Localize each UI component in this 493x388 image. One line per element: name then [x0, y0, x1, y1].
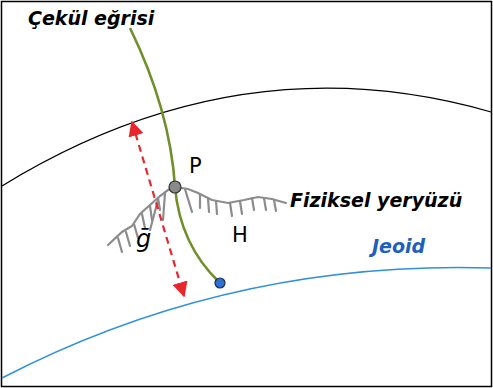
geoid-point: [215, 278, 225, 288]
gravity-symbol: ḡ: [136, 226, 151, 252]
gravity-arrow: [132, 122, 184, 296]
point-name: P: [189, 155, 202, 178]
mountain-sketch: [108, 187, 286, 252]
geoid-curve: [2, 267, 491, 378]
physical-surface-curve: [2, 88, 491, 186]
plumb-line-curve: [130, 28, 220, 283]
surface-name: Fiziksel yeryüzü: [290, 190, 462, 211]
height-symbol: H: [232, 224, 248, 247]
geoid-name: Jeoid: [372, 236, 425, 257]
point-p: [169, 181, 181, 193]
curve-name: Çekül eğrisi: [28, 8, 154, 29]
